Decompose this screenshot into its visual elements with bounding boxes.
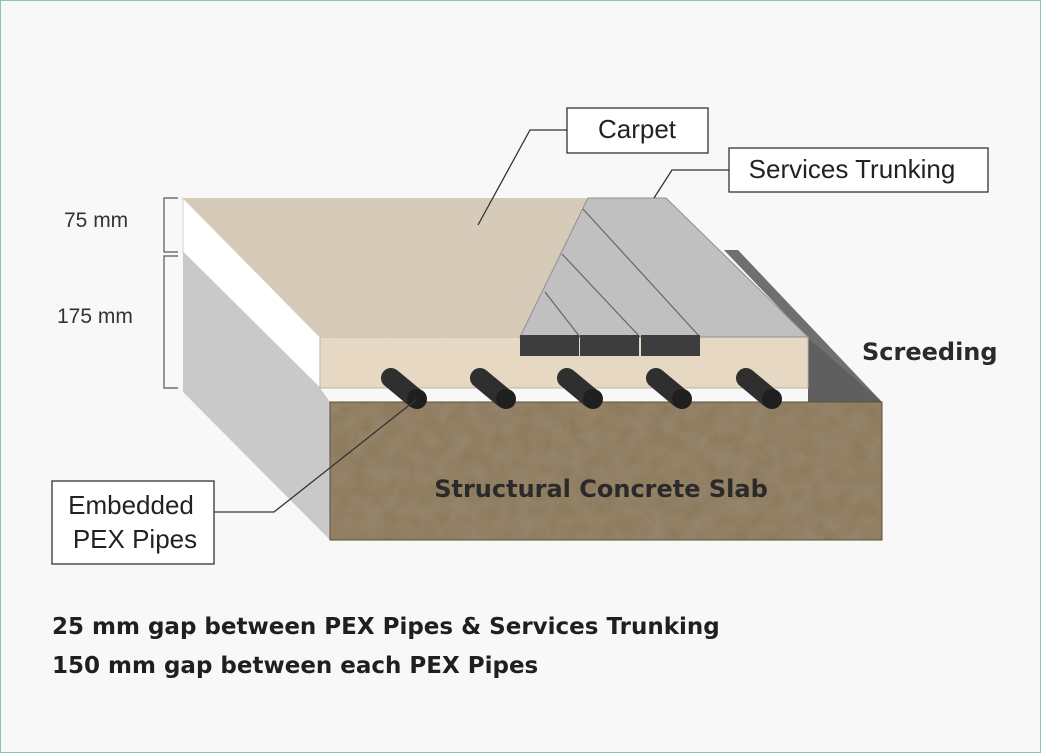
concrete-slab-front — [330, 402, 882, 540]
pex-leader-line — [214, 398, 418, 513]
carpet-label: Carpet — [598, 114, 677, 144]
pex-label-line1: Embedded — [68, 490, 194, 520]
services-trunking-label: Services Trunking — [749, 154, 956, 184]
trunking-end-1 — [520, 335, 579, 356]
trunking-end-2 — [580, 335, 639, 356]
pex-label-box — [51, 480, 215, 565]
dim-label-75: 75 mm — [64, 209, 128, 232]
slab-label: Structural Concrete Slab — [434, 475, 768, 503]
pex-pipe — [736, 368, 782, 409]
pex-pipe — [557, 368, 603, 409]
trunking-divider-1 — [561, 253, 641, 338]
dim-bracket-top — [163, 197, 178, 253]
pex-pipes — [381, 368, 782, 409]
trunking-label-box — [728, 147, 989, 193]
dim-bracket-bottom — [163, 255, 178, 389]
note-pipe-gap: 150 mm gap between each PEX Pipes — [52, 653, 539, 679]
pex-pipe — [470, 368, 516, 409]
pex-label-line2: PEX Pipes — [73, 524, 197, 554]
carpet-leader-line — [477, 129, 567, 226]
dim-label-175: 175 mm — [57, 305, 133, 328]
note-trunking-gap: 25 mm gap between PEX Pipes & Services T… — [52, 614, 720, 640]
pex-pipe — [646, 368, 692, 409]
trunking-leader-line — [653, 169, 729, 199]
side-face-lower — [183, 252, 330, 540]
trunking-divider-2 — [582, 208, 701, 338]
carpet-label-box — [566, 107, 709, 154]
trunking-divider-3 — [544, 291, 581, 338]
trunking-end-3 — [641, 335, 700, 356]
trunking-top-surface — [519, 197, 810, 338]
concrete-slab-outline — [329, 401, 883, 541]
carpet-top-surface — [183, 198, 588, 337]
screeding-label: Screeding — [862, 338, 998, 366]
screed-top-shadow — [808, 338, 882, 402]
structure-shadow — [724, 250, 882, 402]
